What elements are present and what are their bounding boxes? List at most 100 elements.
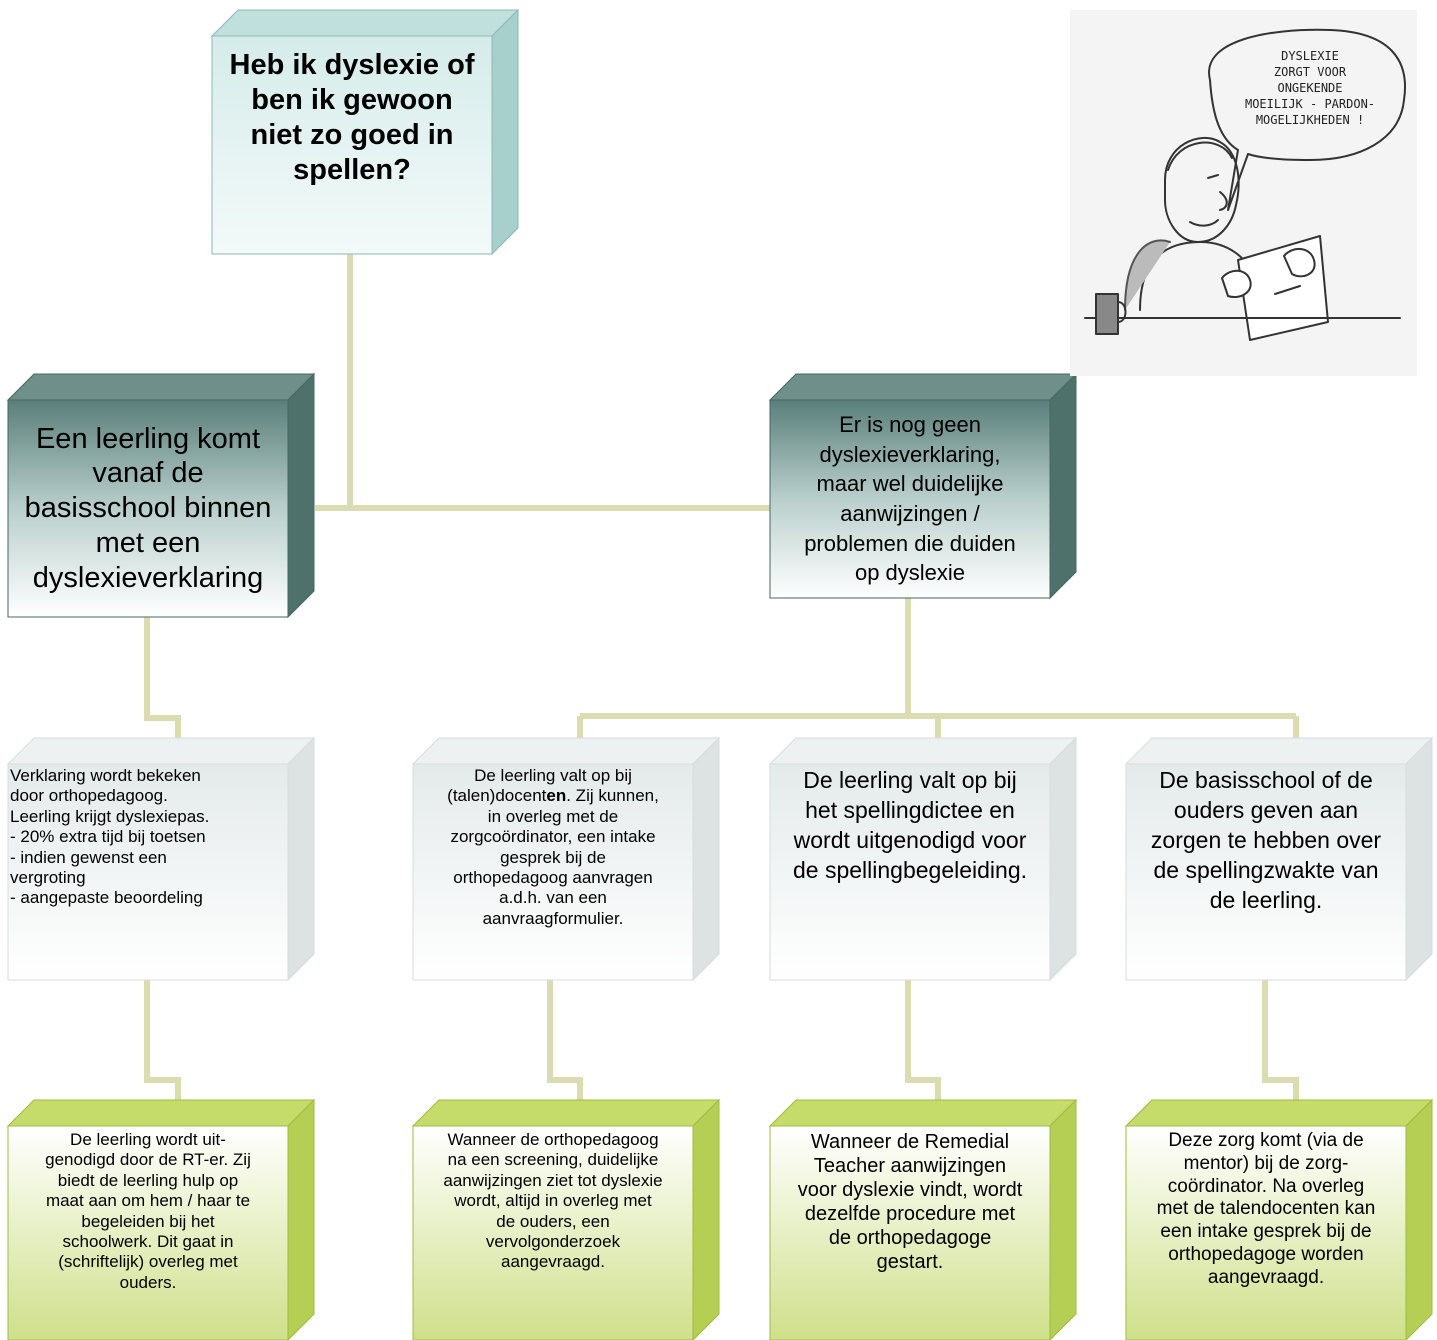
- head: [1164, 136, 1240, 243]
- mid3-line-1: De leerling valt op bij: [803, 767, 1017, 793]
- bot3-line-6: gestart.: [876, 1251, 944, 1273]
- mid2-line-2: (talen)docenten. Zij kunnen,: [447, 786, 659, 806]
- mid3-line-3: wordt uitgenodigd voor: [793, 826, 1027, 853]
- mid1-text: Verklaring wordt bekeken door orthopedag…: [8, 766, 288, 976]
- left-main-line-4: met een: [95, 526, 201, 559]
- bot4-line-7: aangevraagd.: [1207, 1266, 1325, 1288]
- bot4-line-5: een intake gesprek bij de: [1160, 1221, 1372, 1243]
- mid4-text: De basisschool of de ouders geven aan zo…: [1126, 766, 1406, 966]
- right-main-line-2: dyslexieverklaring,: [819, 441, 1001, 467]
- right-main-line-3: maar wel duidelijke: [816, 471, 1004, 497]
- bubble-line-4: MOEILIJK - PARDON-: [1245, 97, 1375, 111]
- bot1-line-4: maat aan om hem / haar te: [45, 1191, 251, 1211]
- bot2-line-1: Wanneer de orthopedagoog: [447, 1130, 659, 1149]
- mid2-text: De leerling valt op bij (talen)docenten.…: [413, 766, 693, 966]
- left-main-text: Een leerling komt vanaf de basisschool b…: [8, 400, 288, 617]
- bot3-line-3: voor dyslexie vindt, wordt: [797, 1179, 1023, 1201]
- mid4-box: De basisschool of de ouders geven aan zo…: [1124, 736, 1434, 982]
- mid2-line-4: zorgcoördinator, een intake: [450, 827, 656, 847]
- bot4-box-shape: [1124, 1098, 1434, 1340]
- mid1-line-3: Leerling krijgt dyslexiepas.: [10, 806, 210, 826]
- right-main-line-4: aanwijzingen /: [840, 501, 980, 526]
- connector-mid3-to-bot3: [905, 980, 941, 1100]
- question-text: Heb ik dyslexie of ben ik gewoon niet zo…: [212, 36, 492, 196]
- chair: [1124, 239, 1171, 311]
- mug-handle: [1117, 301, 1127, 323]
- mug: [1095, 293, 1119, 335]
- right-main-box: Er is nog geen dyslexieverklaring, maar …: [768, 372, 1078, 600]
- connector-mid4-to-bot4: [1262, 980, 1299, 1100]
- mid3-line-4: de spellingbegeleiding.: [792, 856, 1028, 883]
- mid4-line-3: zorgen te hebben over: [1150, 826, 1382, 853]
- question-line-2: ben ik gewoon: [251, 84, 453, 117]
- mid4-line-5: de leerling.: [1209, 886, 1323, 913]
- paper: [1237, 235, 1329, 341]
- bubble-line-5: MOGELIJKHEDEN !: [1256, 113, 1364, 127]
- bot1-box: De leerling wordt uit- genodigd door de …: [6, 1098, 316, 1340]
- cartoon-illustration: DYSLEXIE ZORGT VOOR ONGEKENDE MOEILIJK -…: [1070, 10, 1417, 376]
- left-main-line-5: dyslexieverklaring: [32, 561, 264, 594]
- bot3-line-1: Wanneer de Remedial: [810, 1131, 1010, 1153]
- mid1-line-7: - aangepaste beoordeling: [10, 888, 203, 908]
- bubble-line-3: ONGEKENDE: [1277, 81, 1342, 95]
- bubble-line-1: DYSLEXIE: [1281, 49, 1339, 63]
- bot1-box-shape: [6, 1098, 316, 1340]
- mid2-line-8: aanvraagformulier.: [482, 908, 624, 928]
- hair: [1167, 141, 1233, 171]
- question-line-1: Heb ik dyslexie of: [229, 49, 475, 82]
- bot4-line-3: coördinator. Na overleg: [1167, 1175, 1365, 1197]
- mid1-box: Verklaring wordt bekeken door orthopedag…: [6, 736, 316, 982]
- question-box-shape: [210, 8, 520, 256]
- bot2-line-5: de ouders, een: [496, 1211, 610, 1231]
- mid1-line-6: vergroting: [10, 867, 86, 887]
- right-main-box-shape: [768, 372, 1078, 600]
- connector-mid2-to-bot2: [547, 980, 583, 1100]
- question-box: Heb ik dyslexie of ben ik gewoon niet zo…: [210, 8, 520, 256]
- hand-left: [1221, 269, 1252, 298]
- bot4-line-4: met de talendocenten kan: [1156, 1198, 1376, 1220]
- mid3-text: De leerling valt op bij het spellingdict…: [770, 766, 1050, 966]
- right-main-text: Er is nog geen dyslexieverklaring, maar …: [770, 400, 1050, 598]
- cartoon-drawing: DYSLEXIE ZORGT VOOR ONGEKENDE MOEILIJK -…: [1084, 28, 1406, 341]
- right-main-line-1: Er is nog geen: [839, 411, 981, 437]
- left-main-line-2: vanaf de: [92, 457, 204, 490]
- bot2-line-6: vervolgonderzoek: [485, 1231, 621, 1251]
- bot2-box-shape: [411, 1098, 721, 1340]
- bot3-line-4: dezelfde procedure met: [804, 1203, 1016, 1225]
- eye: [1207, 174, 1219, 179]
- mid1-line-4: - 20% extra tijd bij toetsen: [10, 827, 206, 847]
- bot2-line-7: aangevraagd.: [501, 1252, 605, 1272]
- mid1-line-5: - indien gewenst een: [10, 847, 167, 867]
- bot1-line-7: (schriftelijk) overleg met: [58, 1252, 238, 1272]
- bot3-line-2: Teacher aanwijzingen: [813, 1155, 1007, 1177]
- mid3-line-2: het spellingdictee en: [805, 796, 1015, 823]
- mouth: [1189, 219, 1219, 227]
- left-main-line-1: Een leerling komt: [35, 422, 261, 455]
- bot3-line-5: de orthopedagoge: [828, 1227, 992, 1249]
- bot4-line-1: Deze zorg komt (via de: [1168, 1130, 1364, 1151]
- bot4-line-2: mentor) bij de zorg-: [1183, 1152, 1349, 1174]
- question-line-3: niet zo goed in: [250, 119, 454, 151]
- bot1-line-1: De leerling wordt uit-: [70, 1130, 226, 1149]
- mid4-line-4: de spellingzwakte van: [1153, 856, 1379, 883]
- bot4-line-6: orthopedagoge worden: [1168, 1243, 1364, 1265]
- bubble-line-2: ZORGT VOOR: [1274, 65, 1347, 79]
- bot2-text: Wanneer de orthopedagoog na een screenin…: [413, 1130, 693, 1330]
- left-main-box: Een leerling komt vanaf de basisschool b…: [6, 372, 316, 619]
- bot1-line-5: begeleiden bij het: [81, 1211, 215, 1231]
- bot1-line-3: biedt de leerling hulp op: [57, 1170, 239, 1190]
- mid1-line-1: Verklaring wordt bekeken: [10, 766, 201, 785]
- bot3-box-shape: [768, 1098, 1078, 1340]
- mid4-line-2: ouders geven aan: [1173, 796, 1359, 823]
- bot1-line-8: ouders.: [119, 1272, 177, 1292]
- bot1-text: De leerling wordt uit- genodigd door de …: [8, 1130, 288, 1330]
- mid2-line-1: De leerling valt op bij: [474, 766, 632, 785]
- mid2-line-3: in overleg met de: [487, 806, 619, 826]
- mid2-box-shape: [411, 736, 721, 982]
- mid2-line-5: gesprek bij de: [500, 847, 606, 867]
- bot2-box: Wanneer de orthopedagoog na een screenin…: [411, 1098, 721, 1340]
- bot3-text: Wanneer de Remedial Teacher aanwijzingen…: [770, 1130, 1050, 1330]
- question-line-4: spellen?: [293, 153, 411, 186]
- bot4-box: Deze zorg komt (via de mentor) bij de zo…: [1124, 1098, 1434, 1340]
